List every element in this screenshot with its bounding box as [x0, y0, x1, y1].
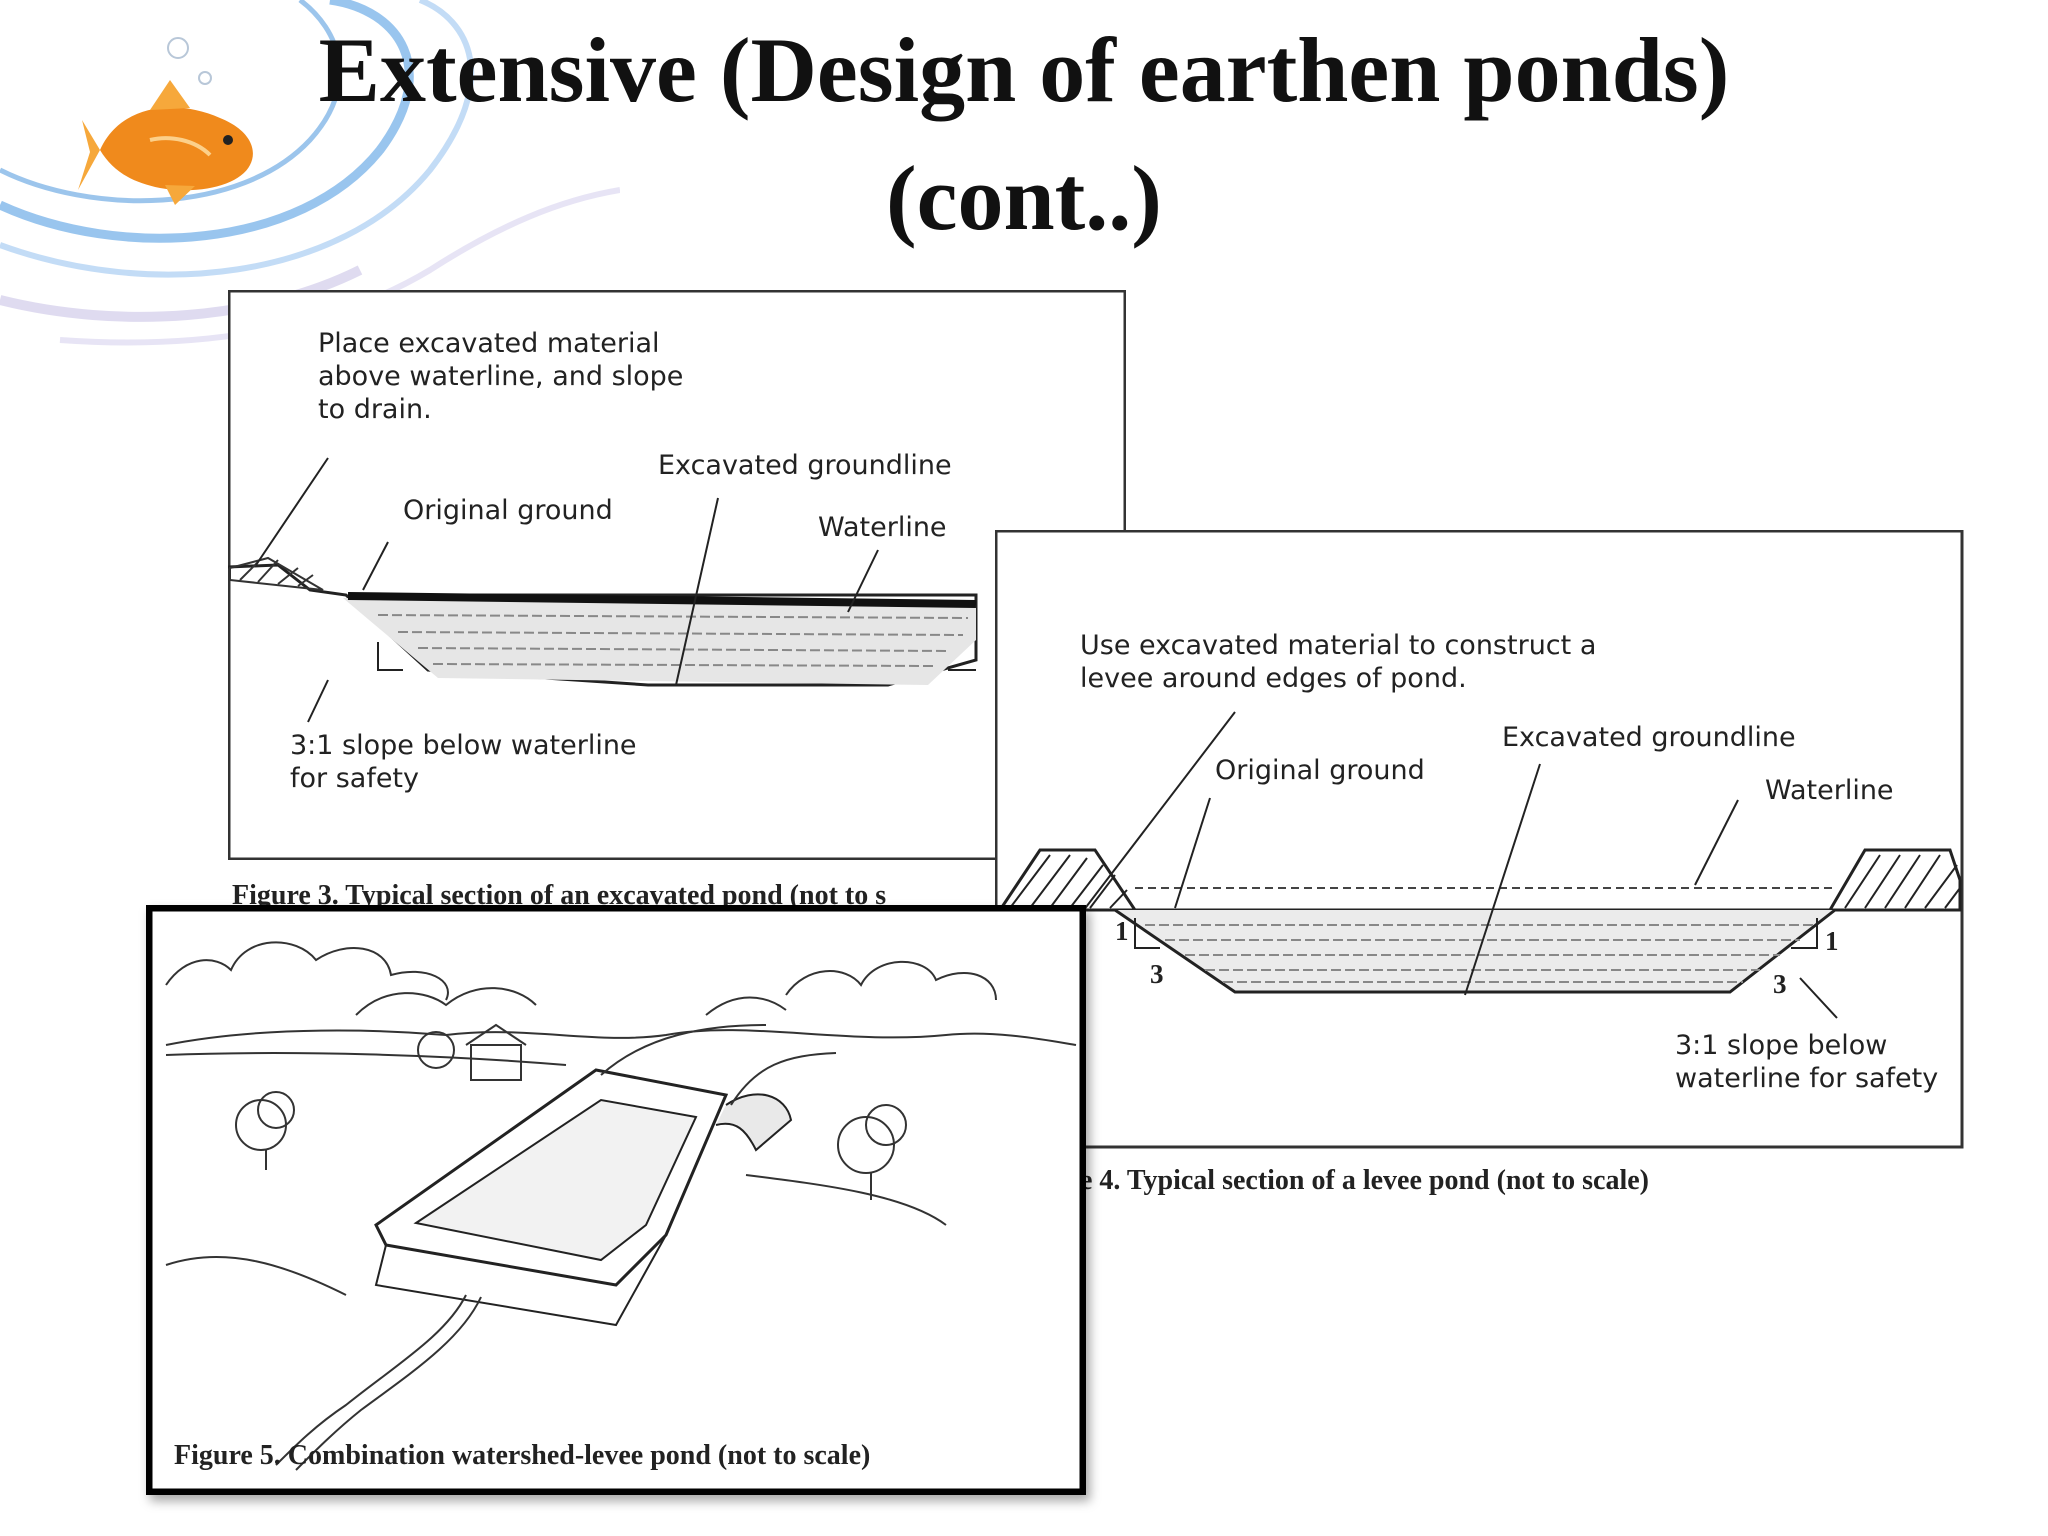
figure3-label-original: Original ground: [403, 495, 613, 526]
figure4-label-excavated: Excavated groundline: [1502, 722, 1796, 753]
figure3-label-excavated: Excavated groundline: [658, 450, 952, 481]
figure4-ratio-left-run: 3: [1150, 959, 1164, 989]
figure4-label-original: Original ground: [1215, 755, 1425, 786]
figure3-label-material: Place excavated material above waterline…: [318, 328, 684, 425]
figure4-ratio-left-rise: 1: [1115, 916, 1129, 946]
figure3-label-slope: 3:1 slope below waterline for safety: [290, 730, 637, 794]
slide-title-line2: (cont..): [886, 147, 1162, 249]
figure5-caption: Figure 5. Combination watershed-levee po…: [174, 1440, 871, 1471]
slide-title-line1: Extensive (Design of earthen ponds): [318, 19, 1730, 121]
goldfish-icon: [78, 80, 253, 205]
figure4-label-waterline: Waterline: [1765, 775, 1894, 806]
figure-5-watershed-levee-pond: Figure 5. Combination watershed-levee po…: [146, 905, 1086, 1495]
figure4-label-slope: 3:1 slope below waterline for safety: [1675, 1030, 1939, 1094]
figure4-ratio-right-rise: 1: [1825, 926, 1839, 956]
figure-4-levee-pond: Use excavated material to construct a le…: [995, 530, 1965, 1150]
figure4-label-levee: Use excavated material to construct a le…: [1080, 630, 1597, 694]
decorative-swirl: [0, 0, 620, 346]
figure3-label-waterline: Waterline: [818, 512, 947, 543]
figure4-ratio-right-run: 3: [1773, 969, 1787, 999]
figure4-caption: e 4. Typical section of a levee pond (no…: [1080, 1165, 1650, 1196]
figure-3-excavated-pond: Place excavated material above waterline…: [228, 290, 1126, 860]
